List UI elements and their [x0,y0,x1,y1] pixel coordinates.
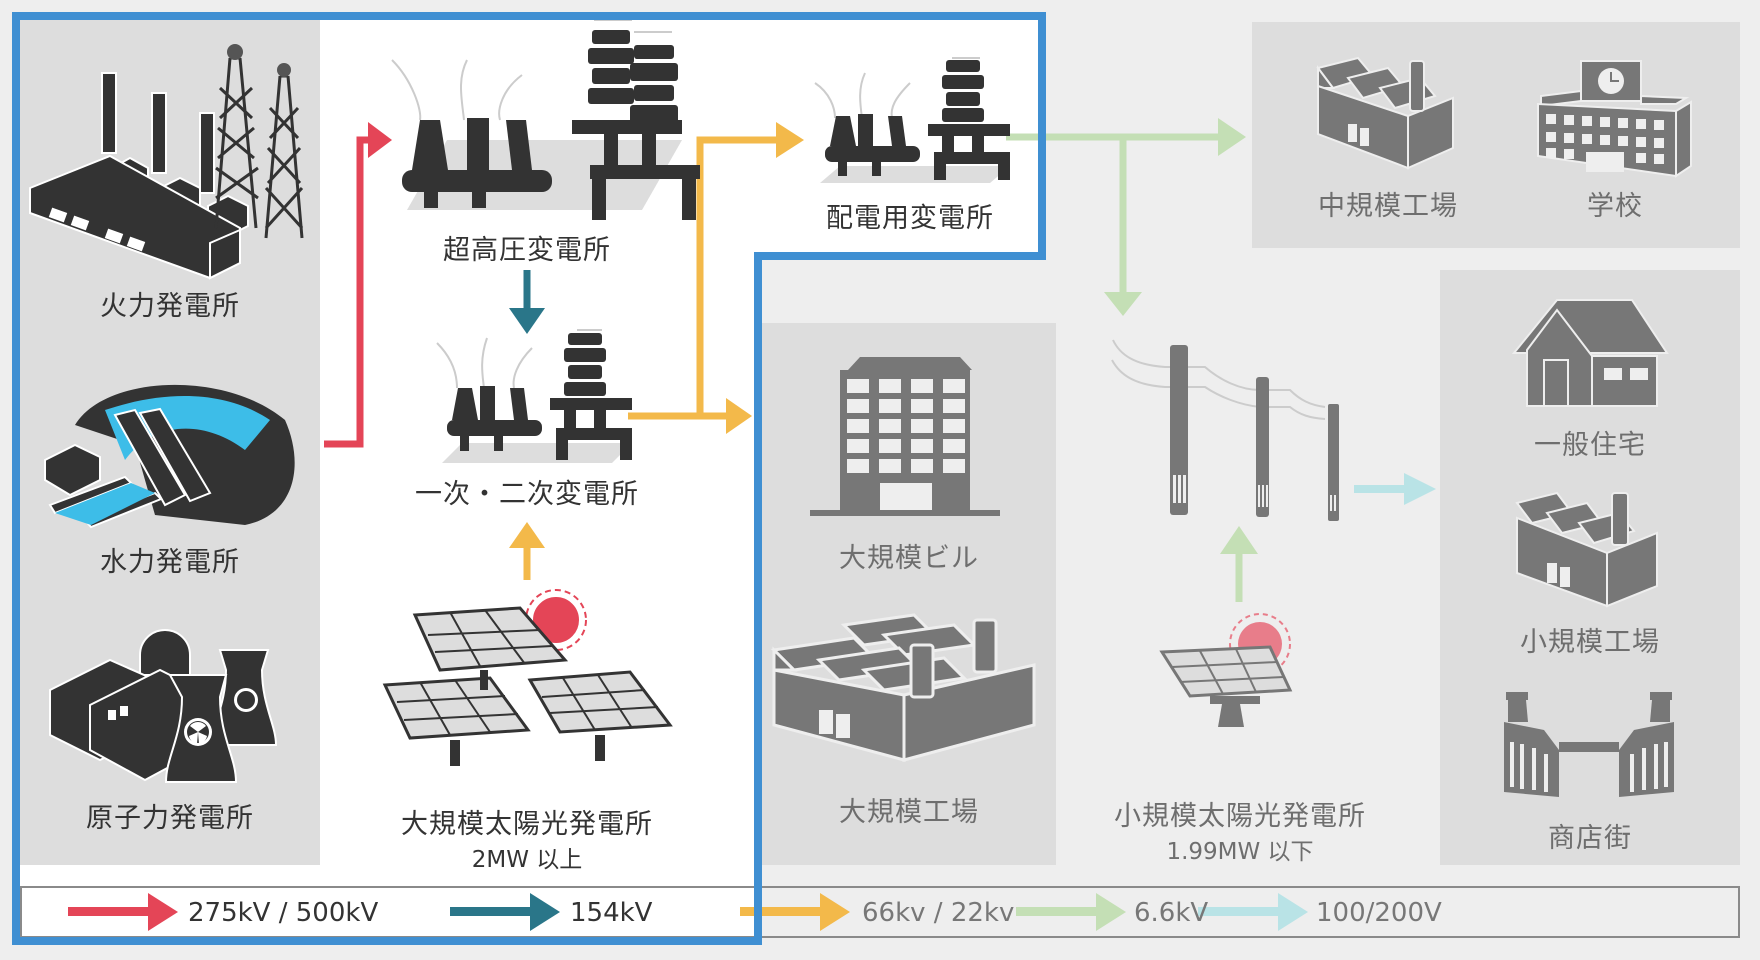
legend-label-275-500kv: 275kV / 500kV [188,898,379,928]
legend-arrow-275-500kv [68,893,178,931]
utility-poles-icon [1111,339,1339,521]
legend-label-6-6kv: 6.6kV [1134,898,1209,928]
legend-arrow-6-6kv [1016,893,1126,931]
small-factory-icon [1515,491,1658,608]
arrow-solar-small-up [1220,526,1258,602]
legend-label-100-200v: 100/200V [1316,898,1442,928]
legend-label-154kv: 154kV [570,898,653,928]
shopping-street-icon [1504,692,1674,797]
small-factory-label: 小規模工場 [1520,627,1660,658]
small-solar-plant-label: 小規模太陽光発電所 [1114,801,1366,832]
house-label: 一般住宅 [1534,430,1646,461]
small-solar-capacity: 1.99MW 以下 [1166,839,1314,865]
legend-arrow-100-200v [1198,893,1308,931]
legend-label-66-22kv: 66kv / 22kv [862,898,1015,928]
school-icon [1537,60,1692,178]
house-icon [1511,299,1669,407]
shopping-street-label: 商店街 [1548,823,1632,854]
arrow-100-200v [1354,473,1436,505]
school-label: 学校 [1587,191,1643,222]
legend-arrow-154kv [450,893,560,931]
mid-factory-icon [1316,56,1454,170]
legend-arrow-66-22kv [740,893,850,931]
small-solar-plant-icon [1159,613,1293,727]
mid-factory-label: 中規模工場 [1318,191,1458,222]
